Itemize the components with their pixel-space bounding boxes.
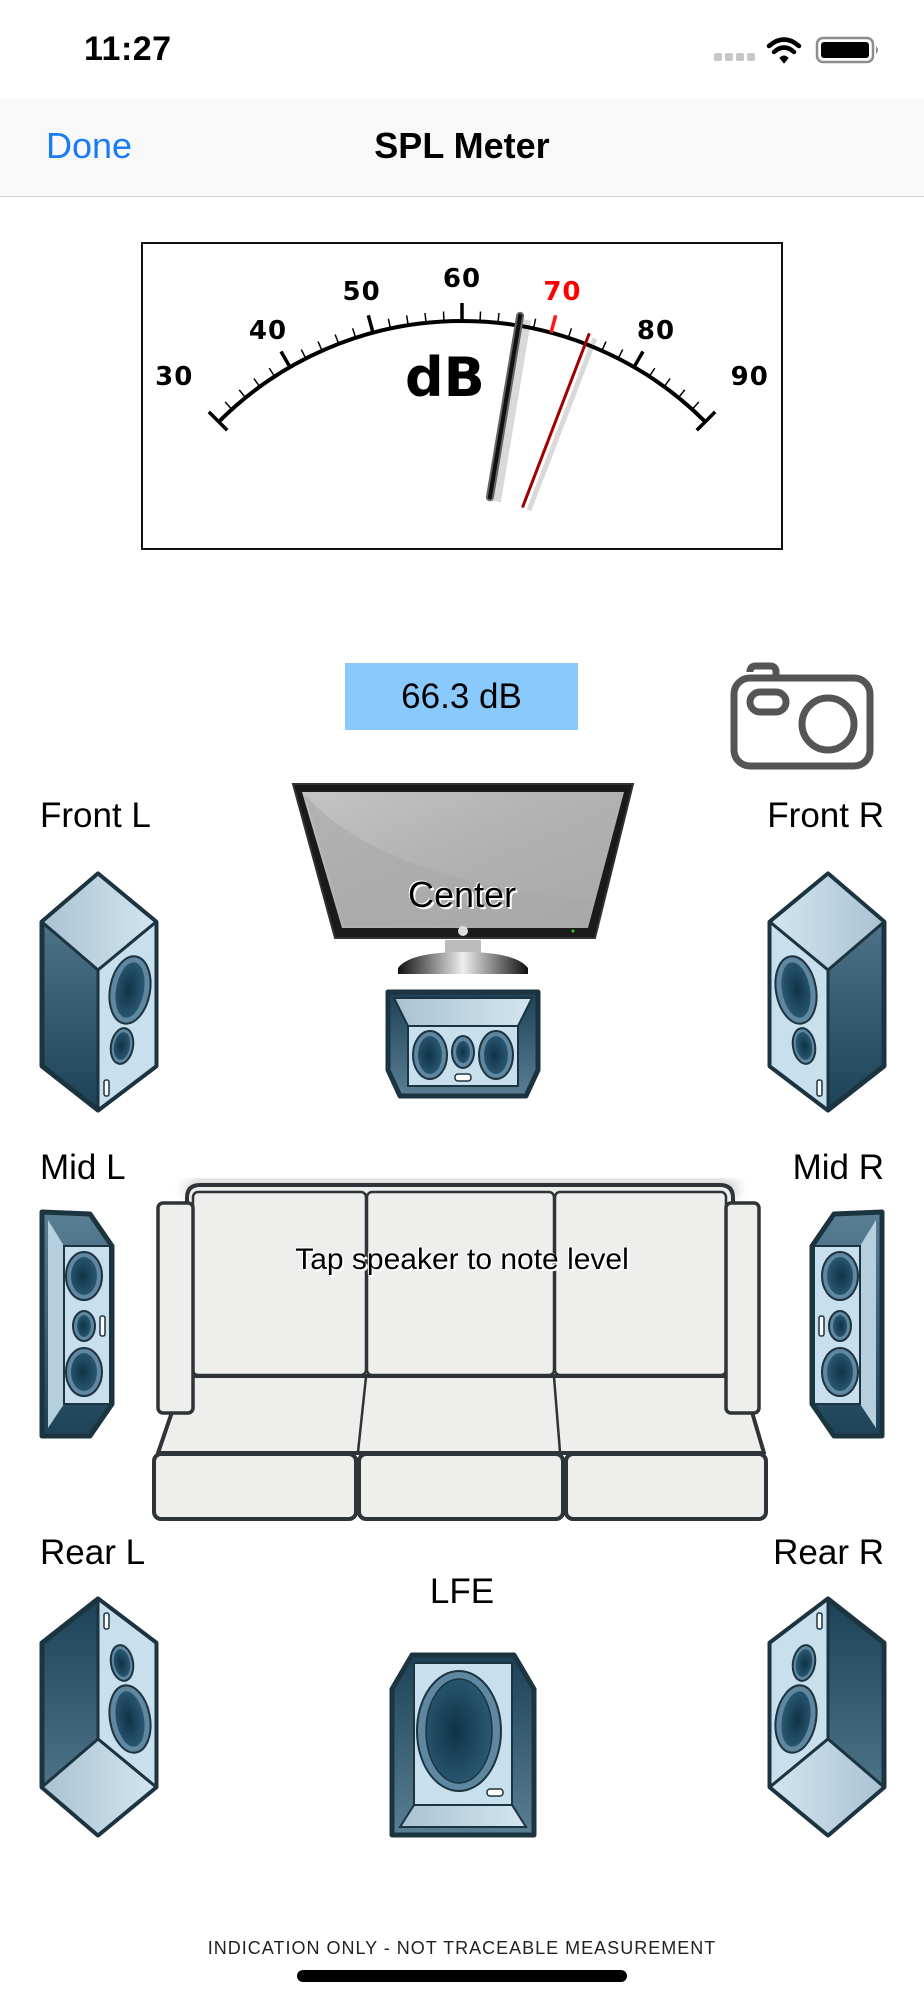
center-speaker[interactable] <box>382 988 544 1105</box>
meter-tick-label: 60 <box>443 264 481 294</box>
meter-minor-tick <box>387 318 392 329</box>
instructions-text: Tap speaker to note level <box>295 1243 629 1276</box>
camera-icon <box>730 662 874 770</box>
wall-speaker-icon <box>809 1209 885 1439</box>
tower-speaker-icon <box>767 871 887 1113</box>
tower-speaker-icon <box>767 1596 887 1838</box>
meter-tick-labels: 30 40 50 60 70 80 90 <box>155 264 769 392</box>
meter-major-tick <box>632 350 645 368</box>
meter-scale <box>207 303 717 432</box>
spl-meter-dial: 30 40 50 60 70 80 90 dB <box>141 242 783 550</box>
meter-hub <box>293 460 631 548</box>
meter-major-tick <box>207 410 229 432</box>
page-title: SPL Meter <box>374 125 550 166</box>
meter-minor-tick <box>497 312 500 323</box>
meter-minor-tick <box>253 378 261 388</box>
status-time: 11:27 <box>84 30 172 68</box>
wifi-icon <box>766 37 802 64</box>
meter-minor-tick <box>648 367 656 377</box>
front-right-label: Front R <box>767 796 884 835</box>
meter-minor-tick <box>601 341 607 352</box>
meter-minor-tick <box>334 334 340 345</box>
meter-minor-tick <box>238 389 247 399</box>
level-readout: 66.3 dB <box>345 663 578 730</box>
meter-minor-tick <box>300 349 307 359</box>
meter-minor-tick <box>405 315 409 326</box>
done-button[interactable]: Done <box>46 125 133 166</box>
rear-left-label: Rear L <box>40 1533 146 1572</box>
mid-left-speaker[interactable] <box>38 1208 116 1445</box>
status-icons <box>712 34 882 66</box>
meter-minor-tick <box>677 389 686 399</box>
tv-display <box>290 780 636 995</box>
meter-tick-label: 80 <box>637 316 675 346</box>
meter-minor-tick <box>532 318 537 329</box>
meter-major-tick <box>366 314 375 334</box>
meter-major-tick <box>279 350 292 368</box>
meter-minor-tick <box>617 349 624 359</box>
mid-right-speaker[interactable] <box>808 1208 886 1445</box>
meter-minor-tick <box>317 341 323 352</box>
rear-left-speaker[interactable] <box>38 1595 160 1844</box>
front-right-speaker[interactable] <box>766 870 888 1119</box>
meter-major-tick <box>695 410 717 432</box>
center-speaker-icon <box>385 989 541 1099</box>
rear-right-label: Rear R <box>773 1533 884 1572</box>
tv-icon <box>291 783 635 974</box>
meter-minor-tick <box>691 401 700 410</box>
wall-speaker-icon <box>39 1209 115 1439</box>
center-label: Center <box>407 874 517 915</box>
tower-speaker-icon <box>39 1596 159 1838</box>
meter-tick-label: 30 <box>155 362 193 392</box>
mid-left-label: Mid L <box>40 1148 126 1187</box>
meter-unit-label: dB <box>405 346 485 409</box>
meter-tick-label: 70 <box>543 277 581 307</box>
navigation-bar: SPL Meter Done <box>0 98 924 197</box>
rear-right-speaker[interactable] <box>766 1595 888 1844</box>
subwoofer-icon <box>389 1652 537 1838</box>
meter-minor-tick <box>224 401 233 410</box>
meter-minor-tick <box>479 311 482 322</box>
meter-minor-tick <box>351 328 357 339</box>
couch-icon <box>152 1180 768 1521</box>
meter-minor-tick <box>442 311 445 322</box>
lfe-label: LFE <box>429 1572 495 1611</box>
couch <box>150 1176 774 1533</box>
meter-tick-label: 90 <box>731 362 769 392</box>
front-left-label: Front L <box>40 796 151 835</box>
disclaimer-text: INDICATION ONLY - NOT TRACEABLE MEASUREM… <box>207 1938 717 1958</box>
meter-major-tick <box>549 314 558 334</box>
battery-icon <box>815 36 878 64</box>
meter-tick-label: 50 <box>342 277 380 307</box>
meter-tick-label: 40 <box>249 316 287 346</box>
front-left-speaker[interactable] <box>38 870 160 1119</box>
meter-minor-tick <box>567 328 573 339</box>
home-indicator[interactable] <box>297 1970 627 1982</box>
mid-right-label: Mid R <box>792 1148 884 1187</box>
meter-arc <box>217 319 707 424</box>
signal-dots-icon <box>714 53 755 61</box>
meter-minor-tick <box>424 312 427 323</box>
camera-button[interactable] <box>728 658 878 772</box>
lfe-subwoofer[interactable] <box>388 1651 538 1846</box>
tower-speaker-icon <box>39 871 159 1113</box>
meter-minor-tick <box>663 378 671 388</box>
meter-minor-tick <box>268 367 276 377</box>
